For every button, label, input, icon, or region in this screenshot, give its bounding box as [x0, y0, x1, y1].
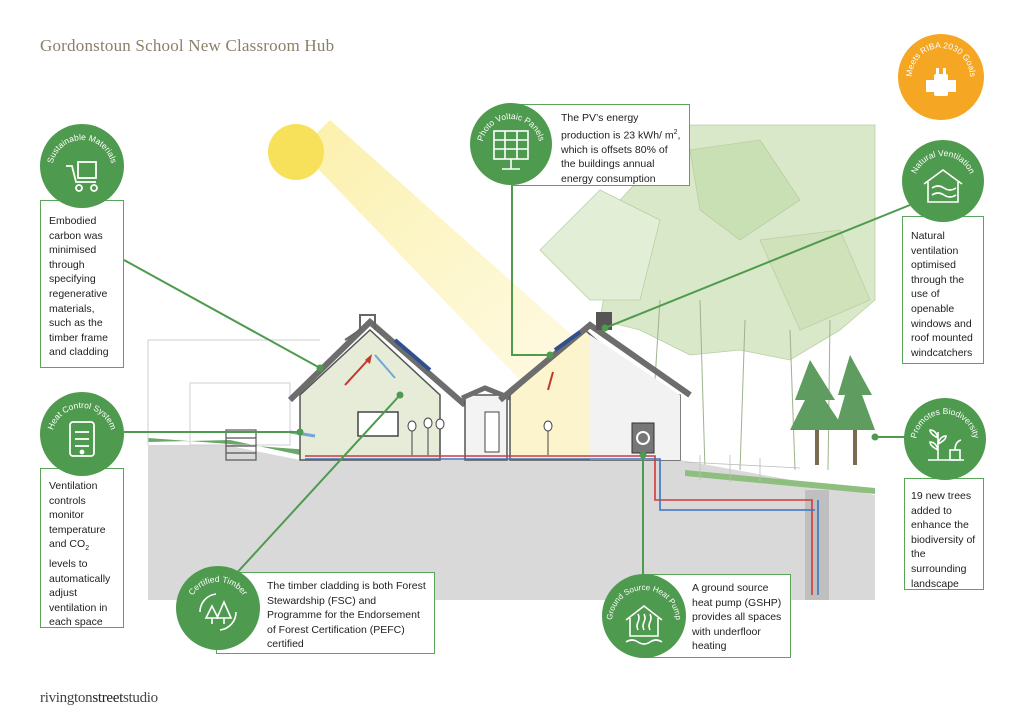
svg-text:Photo Voltaic Panels: Photo Voltaic Panels [475, 111, 547, 142]
sustainable-materials-label: Sustainable Materials [45, 132, 119, 164]
studio-logo: rivingtonstreetstudio [40, 690, 158, 707]
biodiversity-circle: Promotes Biodiversity [904, 398, 986, 480]
gshp-text: A ground source heat pump (GSHP) provide… [692, 582, 782, 653]
pv-panels-circle: Photo Voltaic Panels [470, 103, 552, 185]
badge-label: Meets RIBA 2030 Goals [904, 40, 978, 77]
svg-text:Promotes Biodiversity: Promotes Biodiversity [908, 406, 981, 440]
riba-2030-badge: Meets RIBA 2030 Goals [898, 34, 984, 120]
entrance-steps [225, 429, 257, 461]
riba-crest-icon [926, 68, 956, 96]
sustainable-materials-circle: Sustainable Materials [40, 124, 124, 208]
natural-ventilation-box: Natural ventilation optimised through th… [902, 216, 984, 364]
pv-text-a: The PV’s energy production is 23 kWh/ m [561, 112, 674, 142]
heat-control-text-b: levels to automatically adjust ventilati… [49, 558, 111, 629]
svg-text:Heat Control System: Heat Control System [45, 400, 118, 431]
pv-text-b: , which is offsets 80% of the buildings … [561, 129, 681, 185]
svg-text:Meets RIBA 2030 Goals: Meets RIBA 2030 Goals [904, 40, 978, 77]
biodiversity-box: 19 new trees added to enhance the biodiv… [904, 478, 984, 590]
sun-beam [300, 120, 600, 380]
plant-icon [928, 429, 964, 461]
natural-ventilation-circle: Natural Ventilation [902, 140, 984, 222]
link-corridor [461, 385, 511, 461]
pv-label: Photo Voltaic Panels [475, 111, 547, 142]
house-heat-icon [625, 604, 663, 645]
brand-prefix: rivington [40, 690, 93, 706]
sun-icon [268, 124, 324, 180]
pv-panels-box: The PV’s energy production is 23 kWh/ m2… [512, 104, 690, 186]
heat-control-text-sub: 2 [85, 545, 90, 553]
leader-lines [123, 165, 911, 601]
brand-suffix: studio [123, 690, 158, 706]
heat-control-text-a: Ventilation controls monitor temperature… [49, 480, 106, 551]
certified-timber-circle: Certified Timber [176, 566, 260, 650]
gshp-circle: Ground Source Heat Pump [602, 574, 686, 658]
pv-text-sup: 2 [673, 128, 678, 136]
svg-text:Certified Timber: Certified Timber [186, 574, 250, 597]
certified-timber-label: Certified Timber [186, 574, 250, 597]
trolley-icon [66, 161, 98, 192]
sustainable-materials-box: Embodied carbon was minimised through sp… [40, 200, 124, 368]
heat-control-circle: Heat Control System [40, 392, 124, 476]
biodiversity-label: Promotes Biodiversity [908, 406, 981, 440]
new-trees [790, 355, 875, 465]
control-panel-icon [69, 421, 95, 457]
classroom-right-wing [498, 312, 692, 461]
heat-control-box: Ventilation controls monitor temperature… [40, 468, 124, 628]
tree-trunks [649, 299, 831, 471]
certified-timber-text: The timber cladding is both Forest Stewa… [267, 580, 426, 651]
solar-panel-icon [493, 130, 529, 170]
svg-text:Sustainable Materials: Sustainable Materials [45, 132, 119, 164]
svg-text:Natural Ventilation: Natural Ventilation [909, 148, 978, 176]
heat-control-label: Heat Control System [45, 400, 118, 431]
house-airflow-icon [923, 169, 963, 203]
borehole [805, 490, 829, 600]
heating-pipes [305, 455, 819, 595]
ground [148, 445, 875, 600]
classroom-left-wing [287, 314, 467, 461]
page-title: Gordonstoun School New Classroom Hub [40, 36, 335, 55]
sustainable-materials-text: Embodied carbon was minimised through sp… [49, 215, 109, 359]
brand-mid: street [92, 690, 123, 706]
natural-ventilation-text: Natural ventilation optimised through th… [911, 230, 973, 359]
biodiversity-text: 19 new trees added to enhance the biodiv… [911, 490, 976, 590]
natural-ventilation-label: Natural Ventilation [909, 148, 978, 176]
trees-recycle-icon [199, 593, 237, 631]
